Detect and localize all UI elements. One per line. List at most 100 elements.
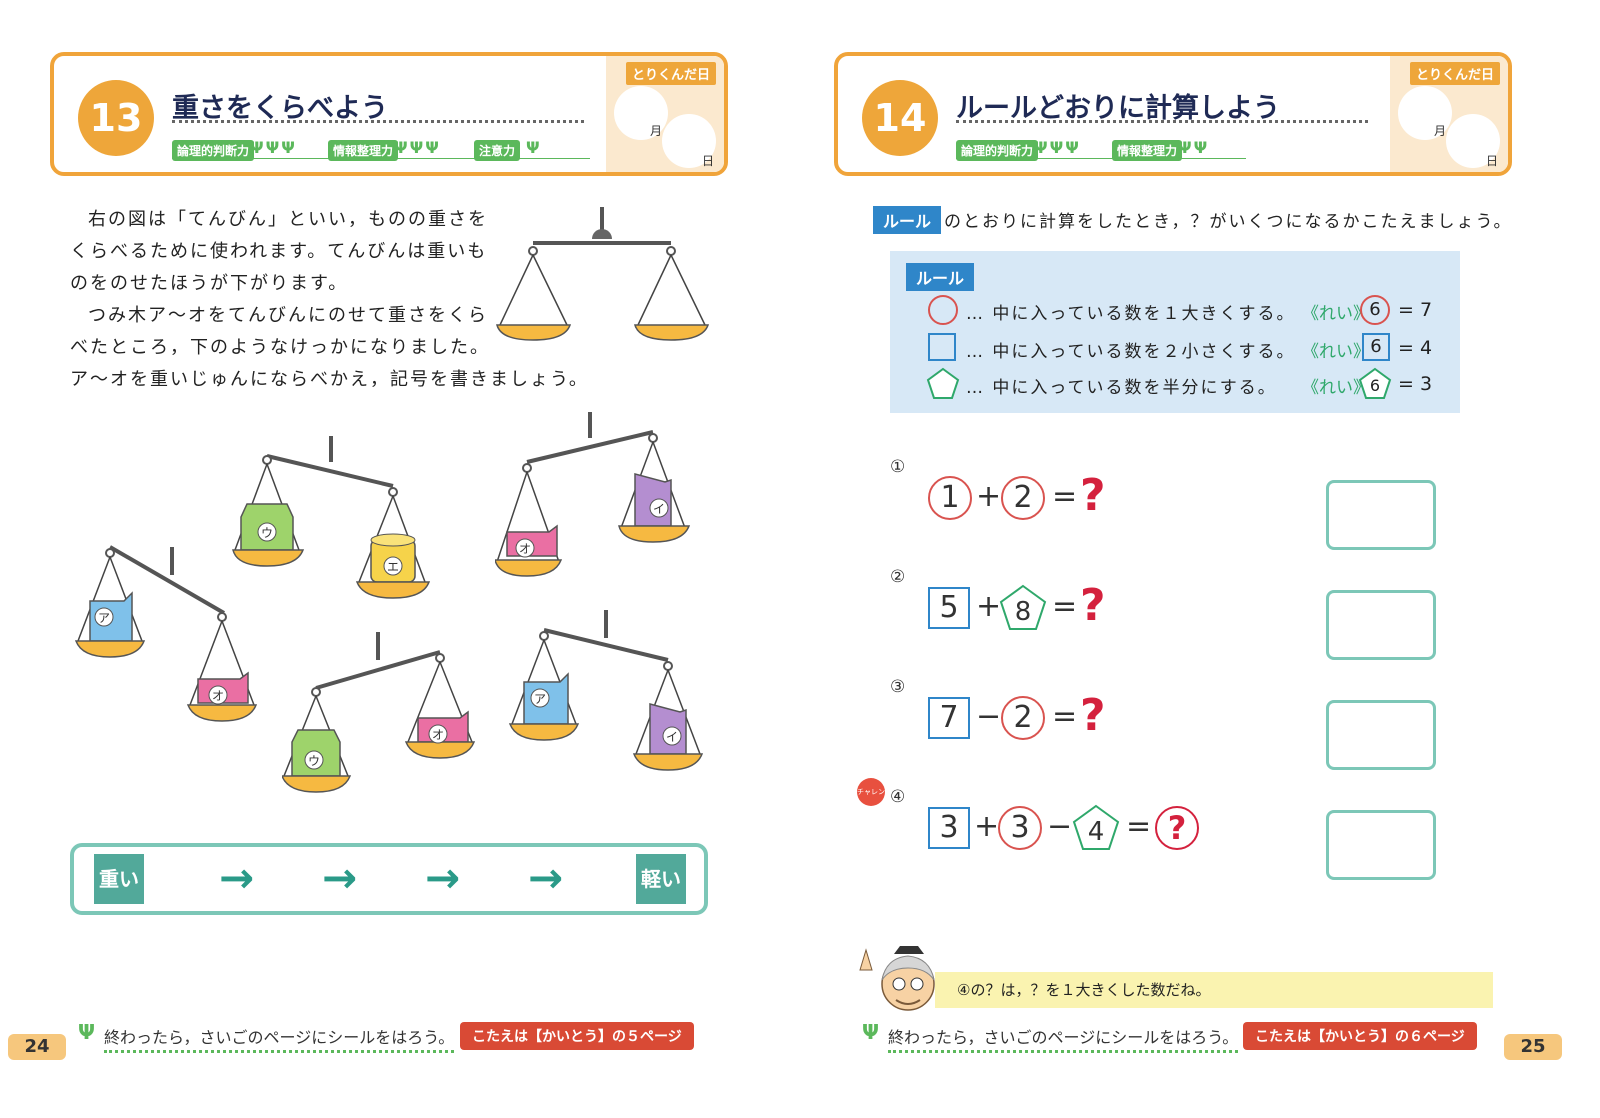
equals: = (1052, 589, 1078, 624)
title-underline (172, 120, 584, 123)
answer-box-4[interactable] (1326, 810, 1436, 880)
balance-scale-2: オ イ (495, 412, 691, 577)
arrow-right-icon: → (528, 853, 564, 902)
month-label: 月 (650, 124, 663, 138)
answer-page-link[interactable]: こたえは【かいとう】の６ページ (1243, 1022, 1477, 1050)
skill-tag-logic: 論理的判断力 (956, 140, 1039, 161)
operand-value: 4 (1088, 817, 1105, 847)
block-label: エ (387, 560, 399, 574)
operand-value: 3 (1010, 810, 1030, 845)
operand-value: 1 (940, 480, 960, 515)
question-label: ① (890, 457, 906, 477)
answer-box-1[interactable] (1326, 480, 1436, 550)
answer-box-3[interactable] (1326, 700, 1436, 770)
sprout-icon: Ψ (862, 1020, 881, 1044)
example-result: = 7 (1398, 299, 1433, 321)
question-label: ③ (890, 677, 906, 697)
sprout-icon: Ψ (78, 1020, 97, 1044)
block-label: ア (98, 611, 110, 625)
balance-scale-example (496, 207, 710, 341)
title-underline (956, 120, 1368, 123)
date-label: とりくんだ日 (625, 62, 716, 85)
challenge-badge-icon: チャレンジ (857, 778, 885, 824)
question-mark-icon: ? (1080, 470, 1106, 521)
square-operand: 5 (928, 587, 970, 629)
operand-value: 5 (939, 590, 959, 625)
sprout-icon: ΨΨ (1178, 138, 1210, 157)
example-result: = 3 (1398, 373, 1433, 395)
skill-underline (172, 158, 590, 159)
date-label: とりくんだ日 (1409, 62, 1500, 85)
arrow-right-icon: → (322, 853, 358, 902)
square-operand: 7 (928, 697, 970, 739)
page-number: 24 (8, 1034, 66, 1060)
pentagon-shape-icon: 6 (1358, 367, 1392, 399)
instruction-line: つみ木ア～オをてんびんにのせて重さをくら (88, 305, 488, 326)
hint-bubble: ④の？は，？を１大きくした数だね。 (935, 972, 1493, 1008)
instruction-line: くらべるために使われます。てんびんは重いも (70, 241, 488, 262)
pentagon-operand: 8 (999, 584, 1047, 630)
block-label: オ (519, 542, 531, 556)
rule-panel-title: ルール (906, 263, 975, 291)
circle-question-mark: ? (1155, 806, 1199, 850)
sprout-icon: ΨΨΨ (1034, 138, 1081, 157)
pentagon-operand: 4 (1072, 804, 1120, 850)
operand-value: 2 (1013, 480, 1033, 515)
instruction-line: ア～オを重いじゅんにならべかえ，記号を書きましょう。 (70, 369, 589, 390)
day-circle (662, 114, 716, 168)
circle-operand: 2 (1001, 696, 1045, 740)
rule-panel: ルール … 中に入っている数を１大きくする。 《れい》 6 = 7 … 中に入っ… (890, 251, 1460, 413)
professor-character-icon (859, 946, 944, 1011)
example-label: 《れい》 (1302, 378, 1370, 398)
operator: + (976, 479, 1002, 514)
example-label: 《れい》 (1302, 304, 1370, 324)
right-header: 14 ルールどおりに計算しよう 論理的判断力 ΨΨΨ 情報整理力 ΨΨ とりくん… (834, 52, 1512, 176)
heavy-label: 重い (94, 854, 144, 904)
answer-page-link[interactable]: こたえは【かいとう】の５ページ (460, 1022, 694, 1050)
footer-sticker-note: 終わったら，さいごのページにシールをはろう。 (104, 1024, 455, 1053)
light-label: 軽い (636, 854, 686, 904)
instruction-line: べたところ，下のようなけっかになりました。 (70, 337, 490, 358)
block-label: ウ (261, 526, 273, 540)
example-number: 6 (1369, 299, 1381, 320)
rule-text: … 中に入っている数を１大きくする。 (966, 304, 1296, 324)
rule-text: … 中に入っている数を半分にする。 (966, 378, 1277, 398)
circle-operand: 1 (928, 476, 972, 520)
sprout-icon: Ψ (526, 138, 542, 157)
question-label: ④ (890, 787, 906, 807)
operator: − (976, 699, 1002, 734)
skill-tag-attention: 注意力 (474, 140, 521, 161)
operator: − (1047, 809, 1073, 844)
rule-text: … 中に入っている数を２小さくする。 (966, 342, 1296, 362)
circle-shape-icon: 6 (1360, 295, 1390, 325)
answer-box-2[interactable] (1326, 590, 1436, 660)
rule-tag: ルール (873, 206, 942, 234)
square-shape-icon: 6 (1362, 333, 1390, 361)
day-label: 日 (702, 154, 715, 168)
block-label: オ (212, 689, 224, 703)
block-label: イ (653, 502, 665, 516)
square-shape-icon (928, 333, 956, 361)
question-label: ② (890, 567, 906, 587)
example-number: 6 (1370, 376, 1380, 395)
circle-shape-icon (928, 295, 958, 325)
example-label: 《れい》 (1302, 342, 1370, 362)
question-mark-icon: ? (1080, 580, 1106, 631)
sprout-icon: ΨΨΨ (394, 138, 441, 157)
equals: = (1052, 479, 1078, 514)
circle-operand: 2 (1001, 476, 1045, 520)
square-operand: 3 (928, 807, 970, 849)
operand-value: 8 (1015, 597, 1032, 627)
lesson-number-badge: 14 (862, 80, 938, 156)
balance-scale-5: ア イ (508, 610, 704, 771)
block-label: イ (666, 730, 678, 744)
pentagon-shape-icon (926, 367, 960, 399)
operand-value: 7 (939, 700, 959, 735)
balance-scale-3: ア オ (74, 545, 258, 722)
date-panel: とりくんだ日 月 日 (1390, 56, 1508, 172)
operator: + (976, 589, 1002, 624)
page-title: ルールどおりに計算しよう (956, 93, 1280, 124)
arrow-right-icon: → (219, 853, 255, 902)
day-label: 日 (1486, 154, 1499, 168)
instruction-line: 右の図は「てんびん」といい，ものの重さを (88, 209, 488, 230)
